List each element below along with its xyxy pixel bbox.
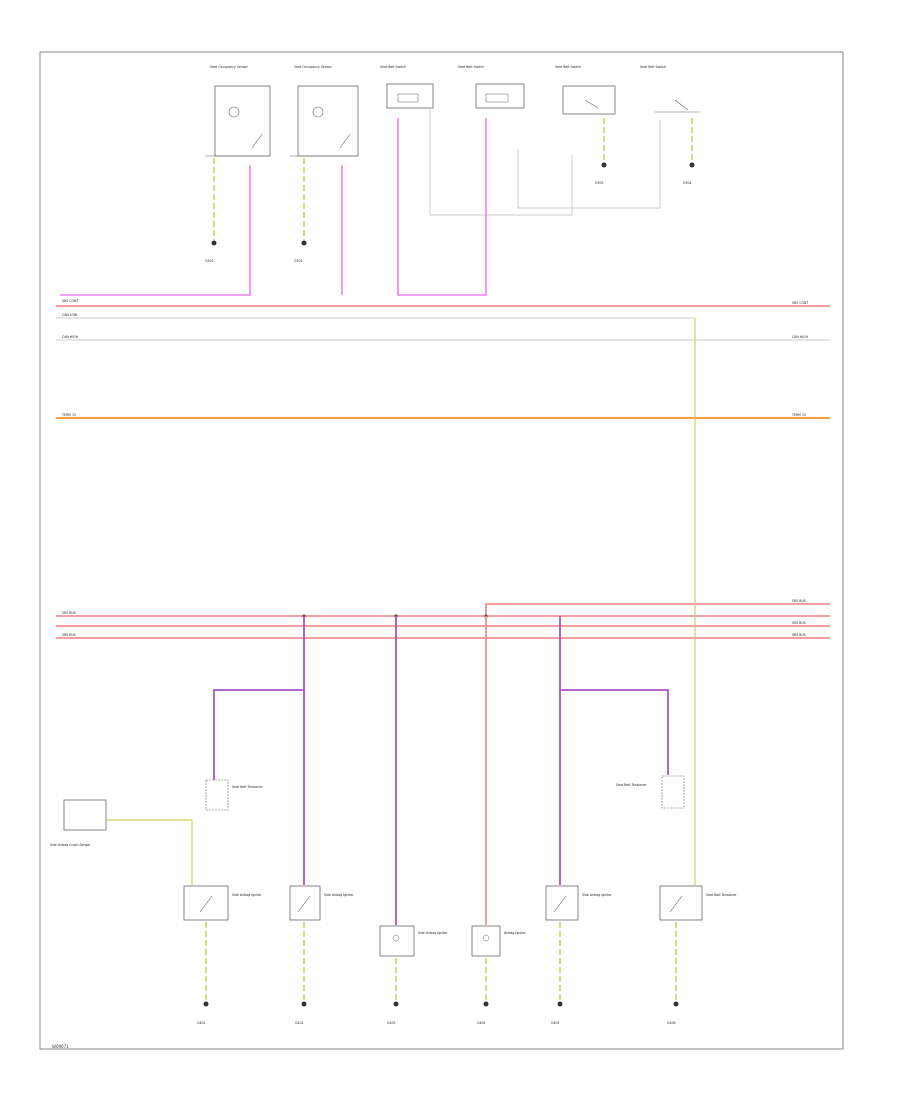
bottom-component-6: Seat Belt Tensioner [659, 885, 737, 921]
top-component-3-label: Seat Belt Switch [380, 65, 406, 69]
top-component-1-label: Seat Occupancy Sensor [210, 65, 248, 69]
top-ground-1: G501 [205, 259, 214, 263]
bus-label-right-6: SRS BUS [792, 621, 806, 625]
bottom-ground-3: G403 [387, 1021, 396, 1025]
bottom-component-1-label: Side Airbag Igniter [232, 893, 262, 897]
bus-label-right-1: SRS CONT [792, 301, 808, 305]
bus-label-left-7: SRS BUS [62, 633, 76, 637]
bus-srs-top [485, 603, 830, 616]
right-small-switch-label: Seat Belt Tensioner [616, 783, 647, 787]
bottom-component-3-label: Side Airbag Igniter [418, 931, 448, 935]
bus-label-left-1: SRS CONT [62, 299, 78, 303]
top-ground-dots [211, 162, 695, 246]
bottom-component-2-label: Side Airbag Igniter [324, 893, 354, 897]
top-component-5: Seat Belt Switch [555, 65, 616, 115]
bottom-component-1: Side Airbag Igniter [183, 885, 262, 921]
bottom-ground-1: G401 [197, 1021, 206, 1025]
left-crash-sensor-label: Side Airbag Crash Sensor [50, 843, 91, 847]
bottom-ground-dots [203, 1001, 679, 1007]
left-crash-sensor-module: Side Airbag Crash Sensor [50, 799, 193, 885]
bottom-component-6-label: Seat Belt Tensioner [706, 893, 737, 897]
top-ground-2: G502 [294, 259, 303, 263]
bus-label-left-6: SRS BUS [62, 611, 76, 615]
bottom-component-2: Side Airbag Igniter [289, 885, 354, 921]
bus-label-left-4: TERM 15 [61, 413, 76, 417]
bottom-component-5: Side Airbag Igniter [545, 885, 612, 921]
bottom-component-5-label: Side Airbag Igniter [582, 893, 612, 897]
diagram-frame [39, 51, 844, 1050]
top-component-2: Seat Occupancy Sensor [290, 65, 359, 157]
top-component-6-label: Seat Belt Switch [640, 65, 666, 69]
bus-label-left-3: CAN HIGH [62, 335, 79, 339]
top-component-4-label: Seat Belt Switch [458, 65, 484, 69]
bus-lines [56, 305, 830, 639]
bottom-ground-6: G406 [667, 1021, 676, 1025]
bottom-ground-4: G404 [477, 1021, 486, 1025]
bottom-component-4: Airbag Igniter [471, 925, 526, 957]
top-pink-wires [60, 118, 487, 296]
bottom-ground-5: G405 [551, 1021, 560, 1025]
bus-label-right-4: TERM 15 [791, 413, 806, 417]
left-small-switch: Seat Belt Tensioner [205, 779, 263, 811]
bottom-purple-wires [213, 616, 669, 925]
bus-label-left-2: CAN LOW [62, 313, 78, 317]
top-component-6: Seat Belt Switch [640, 65, 700, 113]
top-signal-wires [429, 108, 661, 216]
top-component-1: Seat Occupancy Sensor [205, 65, 271, 157]
top-component-5-label: Seat Belt Switch [555, 65, 581, 69]
top-ground-leads [213, 118, 693, 240]
bottom-ground-2: G402 [295, 1021, 304, 1025]
bus-label-right-7: SRS BUS [792, 633, 806, 637]
bottom-ground-leads [205, 922, 677, 1002]
left-small-switch-label: Seat Belt Tensioner [232, 785, 263, 789]
right-small-switch: Seat Belt Tensioner [616, 775, 685, 809]
bottom-component-3: Side Airbag Igniter [379, 925, 448, 957]
bottom-component-4-label: Airbag Igniter [504, 931, 526, 935]
bus-label-right-5: SRS BUS [792, 599, 806, 603]
top-component-2-label: Seat Occupancy Sensor [294, 65, 332, 69]
bus-label-right-3: CAN HIGH [792, 335, 809, 339]
footer-code: W09071 [52, 1044, 69, 1049]
top-ground-4: G504 [683, 181, 692, 185]
top-ground-3: G503 [595, 181, 604, 185]
top-component-3: Seat Belt Switch [380, 65, 434, 109]
top-component-4: Seat Belt Switch [458, 65, 525, 109]
